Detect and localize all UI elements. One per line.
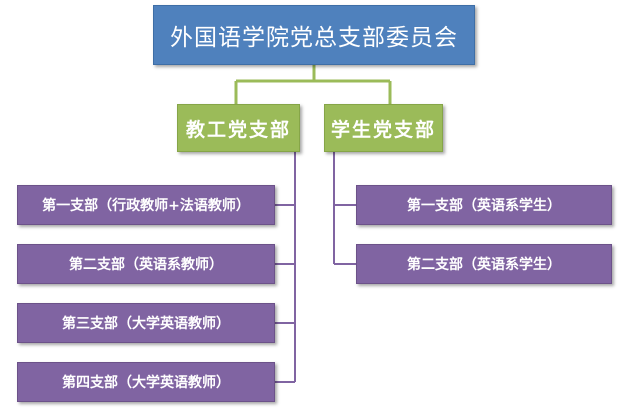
root-node: 外国语学院党总支部委员会 <box>153 5 475 65</box>
root-label: 外国语学院党总支部委员会 <box>170 25 458 51</box>
branch-node-student: 学生党支部 <box>324 104 443 152</box>
branch-label: 学生党支部 <box>330 118 436 141</box>
leaf-node-student-1: 第一支部（英语系学生） <box>356 185 612 225</box>
root-connectors <box>234 65 392 104</box>
leaf-label: 第四支部（大学英语教师） <box>62 375 230 391</box>
leaf-label: 第三支部（大学英语教师） <box>62 316 230 332</box>
leaf-node-faculty-4: 第四支部（大学英语教师） <box>17 362 275 402</box>
leaf-node-faculty-2: 第二支部（英语系教师） <box>17 244 275 284</box>
branch-label: 教工党支部 <box>185 118 291 141</box>
leaf-label: 第二支部（英语系教师） <box>69 257 223 273</box>
leaf-label: 第二支部（英语系学生） <box>407 257 561 273</box>
leaf-label: 第一支部（行政教师+法语教师） <box>42 198 250 214</box>
leaf-node-faculty-3: 第三支部（大学英语教师） <box>17 303 275 343</box>
branch-node-faculty: 教工党支部 <box>177 104 300 152</box>
left-leaf-connectors <box>275 152 296 383</box>
right-leaf-connectors <box>333 152 356 265</box>
leaf-label: 第一支部（英语系学生） <box>407 198 561 214</box>
leaf-node-student-2: 第二支部（英语系学生） <box>356 244 612 284</box>
leaf-node-faculty-1: 第一支部（行政教师+法语教师） <box>17 185 275 225</box>
